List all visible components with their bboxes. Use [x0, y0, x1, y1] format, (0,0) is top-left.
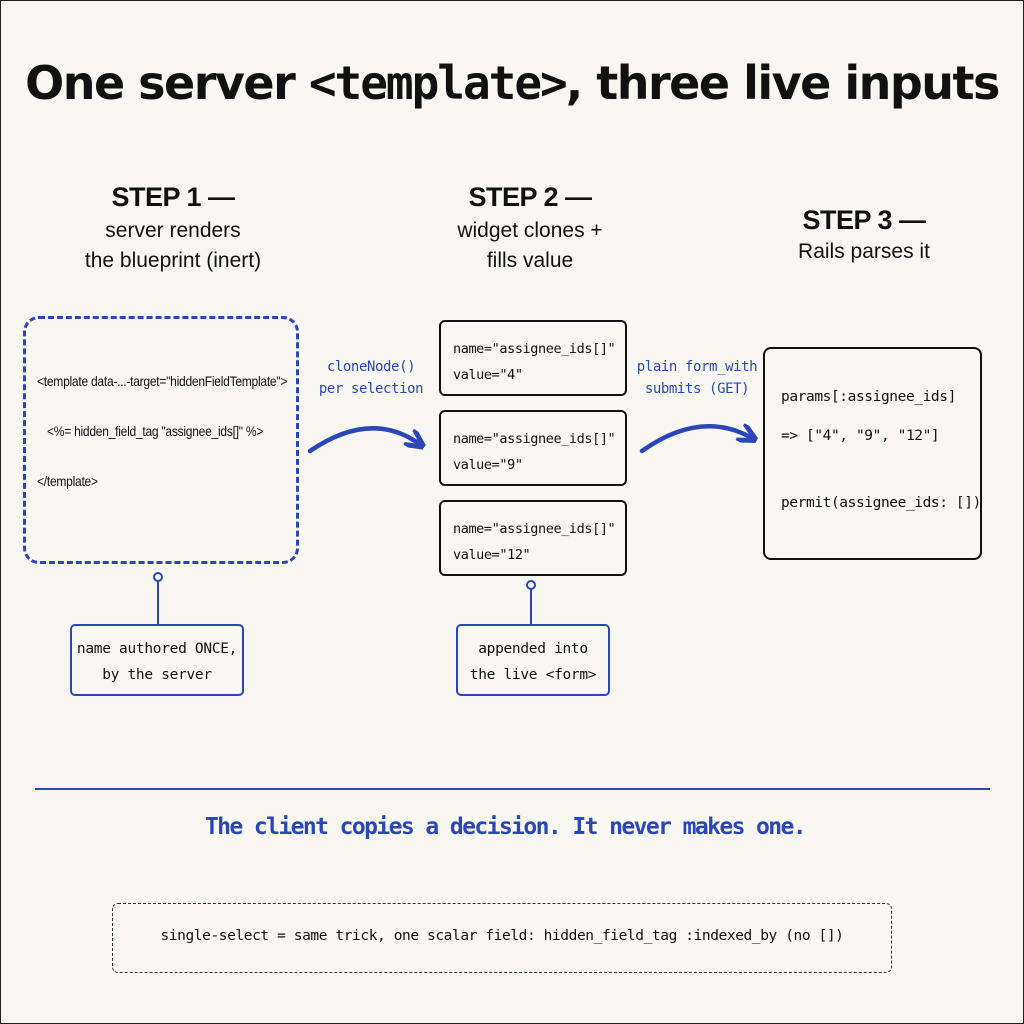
step-1-header: STEP 1 — server renders the blueprint (i… [23, 180, 323, 276]
step-3-head: STEP 3 — [802, 205, 926, 235]
hidden-field-tag-line: <%= hidden_field_tag "assignee_ids[]" %> [47, 423, 264, 439]
rails-params-box: params[:assignee_ids] => ["4", "9", "12"… [763, 347, 982, 560]
cloned-input-card: name="assignee_ids[]" value="4" [439, 320, 627, 396]
title-code: <template> [308, 56, 568, 110]
note-appended-into-form: appended into the live <form> [456, 624, 610, 696]
arrow-1-label-line-2: per selection [318, 381, 424, 397]
template-blueprint-box: <template data-...-target="hiddenFieldTe… [23, 316, 299, 564]
card-name-attr: name="assignee_ids[]" [453, 341, 616, 357]
note-mid-line-2: the live <form> [469, 667, 597, 683]
arrow-template-to-clones [307, 426, 418, 454]
card-value-attr: value="12" [453, 547, 531, 563]
step-2-head: STEP 2 — [468, 182, 592, 212]
section-divider [35, 788, 990, 790]
permit-line: permit(assignee_ids: []) [781, 495, 981, 511]
connector-mid-dot [526, 580, 536, 590]
template-close-tag: </template> [37, 473, 98, 489]
arrow-1-label-line-1: cloneNode() [326, 359, 416, 375]
arrow-1-label: cloneNode() per selection [308, 356, 434, 400]
step-3-sub-line-1: Rails parses it [798, 240, 930, 263]
template-open-tag: <template data-...-target="hiddenFieldTe… [37, 373, 288, 389]
page-title: One server <template>, three live inputs [0, 56, 1024, 110]
note-left-line-2: by the server [102, 667, 212, 683]
arrow-clones-to-params [639, 426, 750, 454]
arrow-2-label-line-2: submits (GET) [644, 381, 750, 397]
title-after: , three live inputs [565, 56, 1001, 110]
step-3-header: STEP 3 — Rails parses it [714, 203, 1014, 267]
step-1-sub-line-2: the blueprint (inert) [84, 249, 262, 272]
step-1-head: STEP 1 — [111, 182, 235, 212]
arrow-2-label: plain form_with submits (GET) [632, 356, 762, 400]
cloned-input-card: name="assignee_ids[]" value="12" [439, 500, 627, 576]
cloned-input-card: name="assignee_ids[]" value="9" [439, 410, 627, 486]
title-before: One server [25, 56, 309, 110]
single-select-footnote: single-select = same trick, one scalar f… [112, 903, 892, 973]
card-name-attr: name="assignee_ids[]" [453, 431, 616, 447]
card-value-attr: value="4" [453, 367, 523, 383]
step-2-sub-line-2: fills value [486, 249, 574, 272]
moral-statement: The client copies a decision. It never m… [204, 814, 807, 840]
step-2-sub-line-1: widget clones + [457, 219, 603, 242]
step-1-sub-line-1: server renders [105, 219, 241, 242]
connector-left-dot [153, 572, 163, 582]
note-name-authored-once: name authored ONCE, by the server [70, 624, 244, 696]
params-value-line: => ["4", "9", "12"] [781, 428, 940, 444]
step-2-header: STEP 2 — widget clones + fills value [380, 180, 680, 276]
card-name-attr: name="assignee_ids[]" [453, 521, 616, 537]
note-mid-line-1: appended into [478, 641, 588, 657]
note-left-line-1: name authored ONCE, [76, 641, 238, 657]
card-value-attr: value="9" [453, 457, 523, 473]
params-key-line: params[:assignee_ids] [781, 389, 956, 405]
arrow-2-label-line-1: plain form_with [636, 359, 758, 375]
